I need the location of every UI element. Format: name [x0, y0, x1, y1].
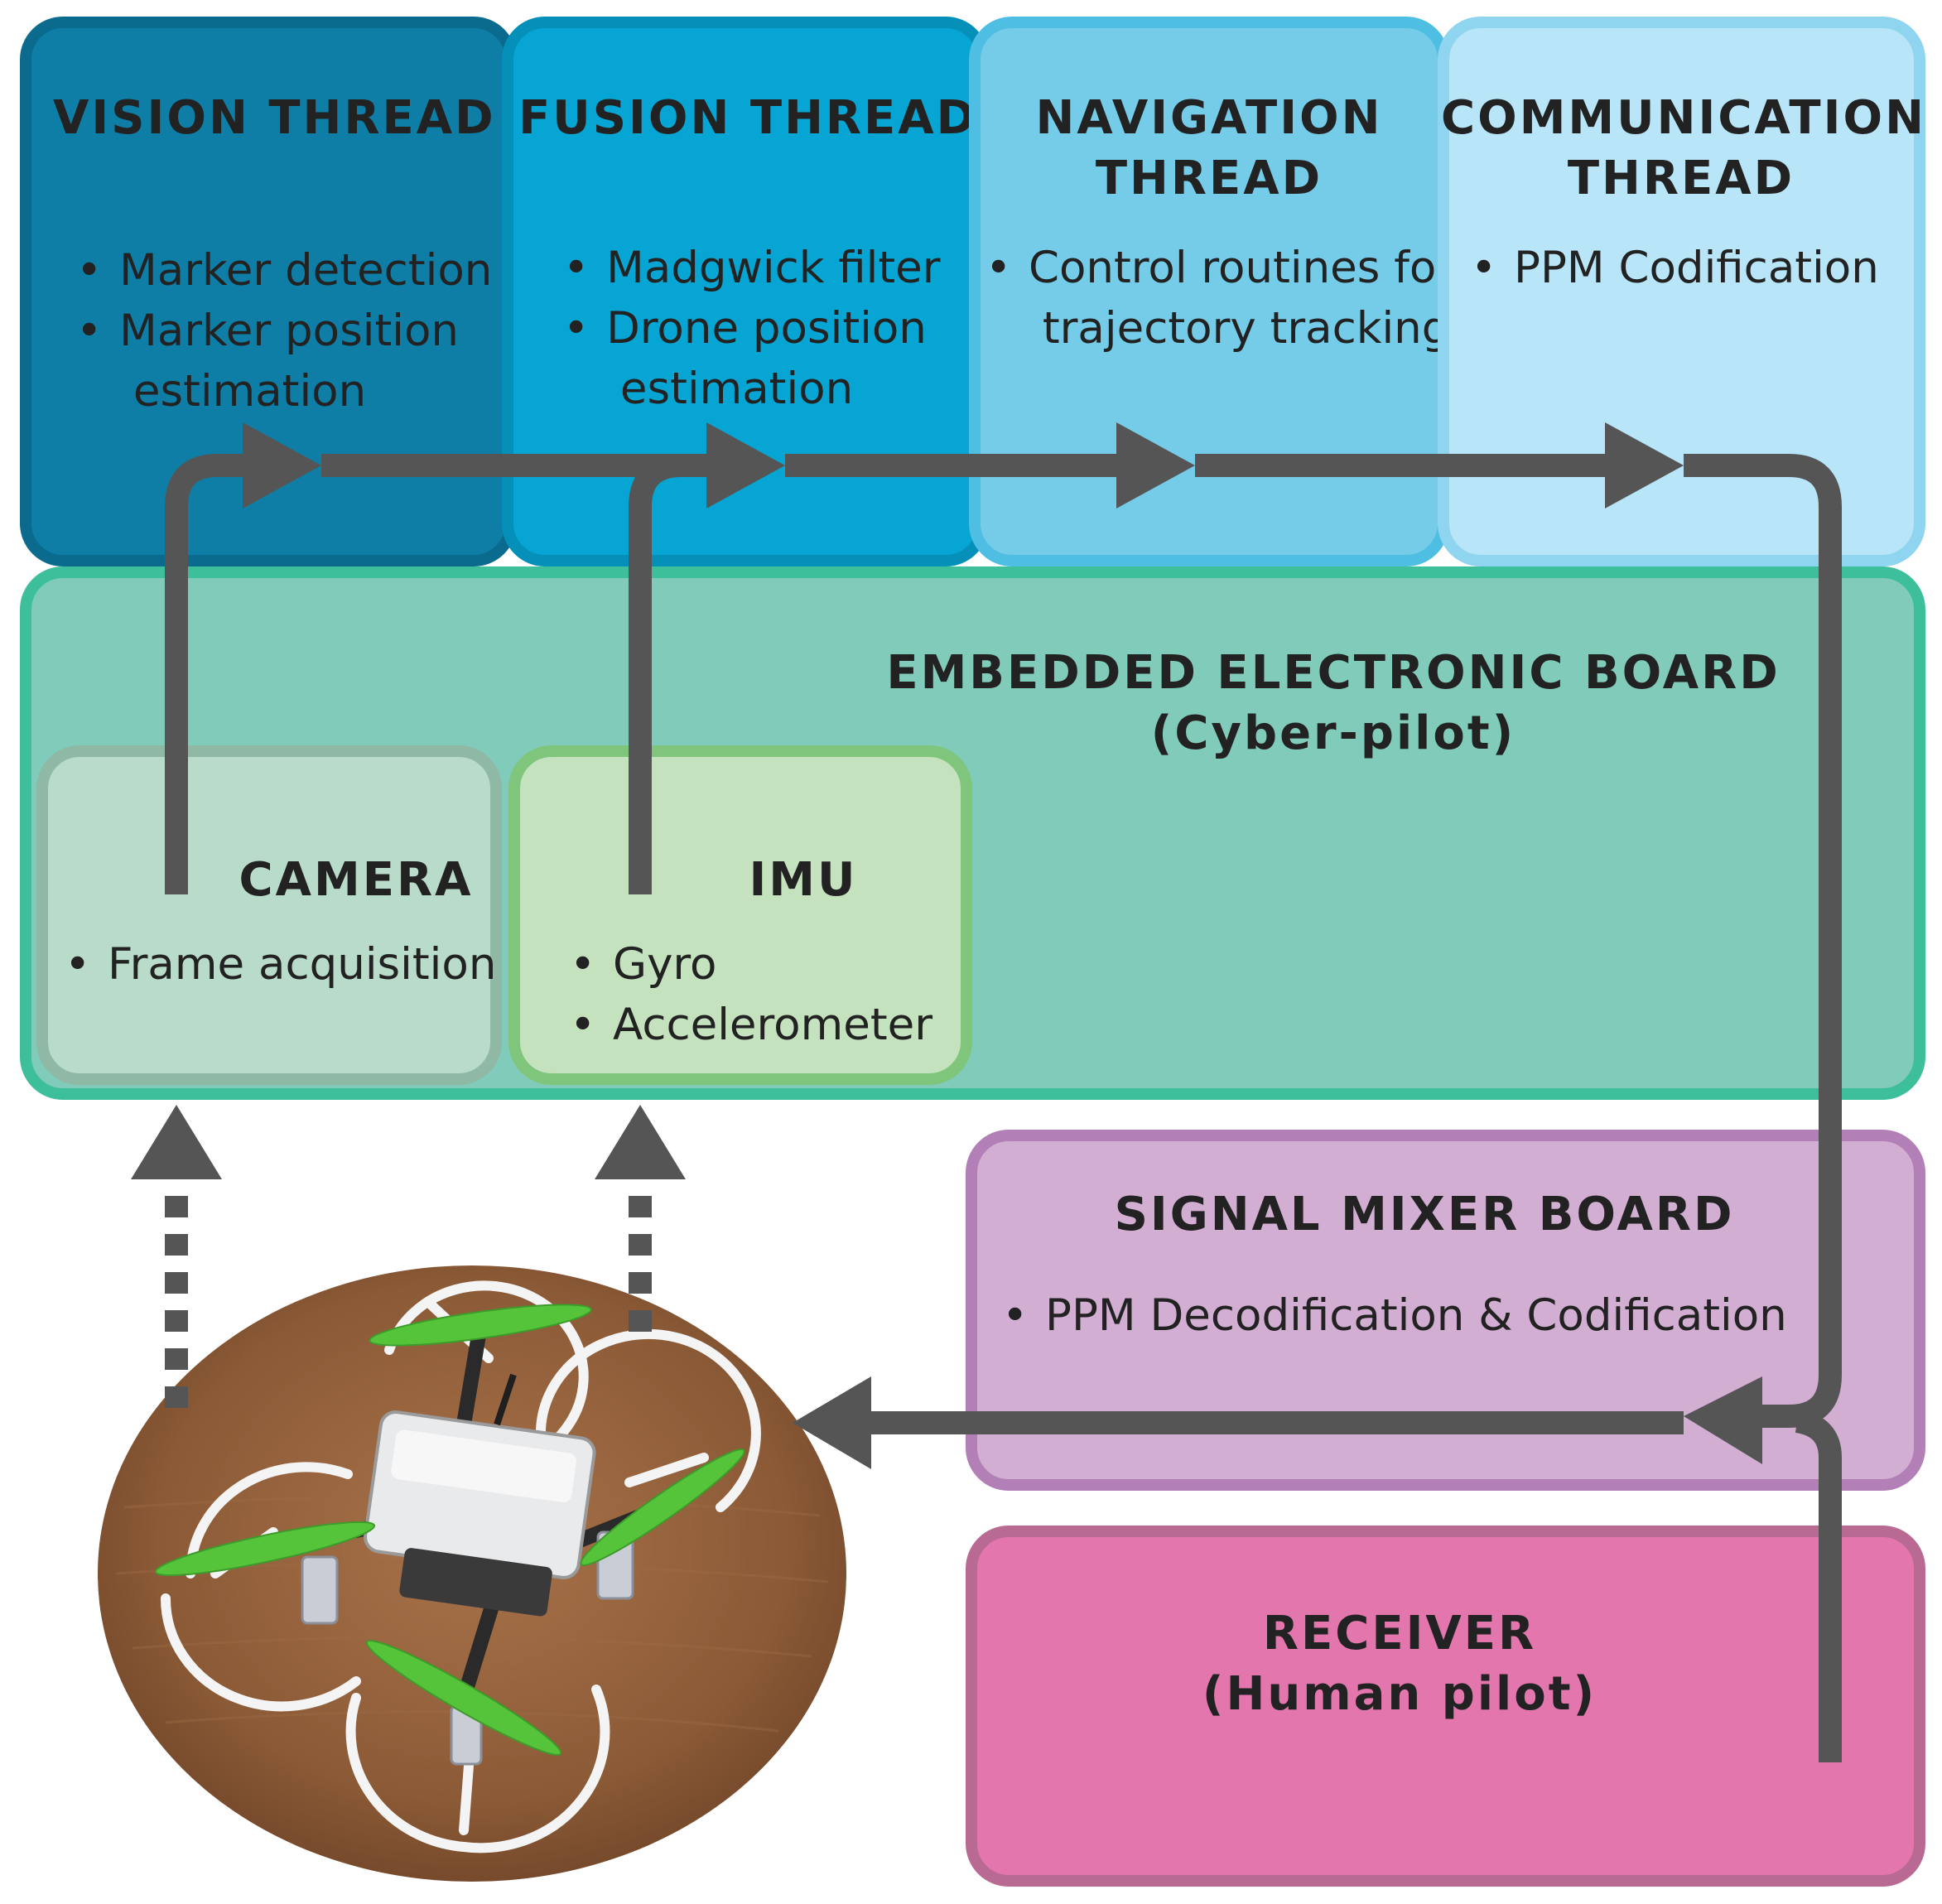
navigation-thread-title-line-1: NAVIGATION: [1035, 91, 1383, 145]
receiver-box: [966, 1526, 1925, 1887]
camera-bullets: Frame acquisition: [65, 934, 496, 995]
arrow-imu-to-fusion: [629, 454, 712, 894]
signal-mixer-title: SIGNAL MIXER BOARD: [1114, 1188, 1735, 1241]
communication-thread-bullets: PPM Codification: [1471, 238, 1879, 298]
receiver-title: RECEIVER (Human pilot): [1126, 1603, 1673, 1724]
bullet-ppm-decodification: PPM Decodification & Codification: [1002, 1285, 1787, 1346]
fusion-thread-title-line: FUSION THREAD: [518, 91, 978, 145]
vision-thread-title-line: VISION THREAD: [53, 91, 496, 145]
communication-thread-title: COMMUNICATION THREAD: [1441, 88, 1926, 209]
bullet-gyro: Gyro: [570, 934, 932, 995]
bullet-marker-position: Marker position estimation: [76, 301, 492, 422]
bullet-madgwick-filter: Madgwick filter: [563, 238, 941, 298]
vision-thread-bullets: Marker detection Marker position estimat…: [76, 240, 492, 422]
communication-thread-title-line-2: THREAD: [1567, 152, 1795, 205]
vision-thread-title: VISION THREAD: [53, 88, 496, 148]
communication-thread-title-line-1: COMMUNICATION: [1441, 91, 1926, 145]
arrow-camera-to-vision: [165, 454, 248, 894]
receiver-title-line-2: (Human pilot): [1202, 1667, 1597, 1721]
bullet-accelerometer: Accelerometer: [570, 995, 932, 1055]
receiver-title-line-1: RECEIVER: [1262, 1607, 1537, 1661]
arrow-communication-to-mixer: [1684, 454, 1842, 1428]
embedded-board-title: EMBEDDED ELECTRONIC BOARD (Cyber-pilot): [878, 643, 1789, 764]
signal-mixer-bullets: PPM Decodification & Codification: [1002, 1285, 1787, 1346]
bullet-ppm-codification: PPM Codification: [1471, 238, 1879, 298]
arrow-receiver-to-mixer: [1795, 1410, 1842, 1762]
imu-title: IMU: [749, 853, 858, 907]
bullet-drone-position: Drone position estimation: [563, 298, 941, 419]
embedded-board-title-line-2: (Cyber-pilot): [1150, 706, 1516, 760]
navigation-thread-title-line-2: THREAD: [1095, 152, 1323, 205]
imu-bullets: Gyro Accelerometer: [570, 934, 932, 1055]
bullet-frame-acquisition: Frame acquisition: [65, 934, 496, 995]
fusion-thread-title: FUSION THREAD: [518, 88, 978, 148]
navigation-thread-title: NAVIGATION THREAD: [985, 88, 1433, 209]
fusion-thread-bullets: Madgwick filter Drone position estimatio…: [563, 238, 941, 419]
bullet-marker-detection: Marker detection: [76, 240, 492, 301]
camera-title: CAMERA: [239, 853, 474, 907]
camera-box: [36, 745, 502, 1085]
embedded-board-title-line-1: EMBEDDED ELECTRONIC BOARD: [886, 646, 1781, 700]
